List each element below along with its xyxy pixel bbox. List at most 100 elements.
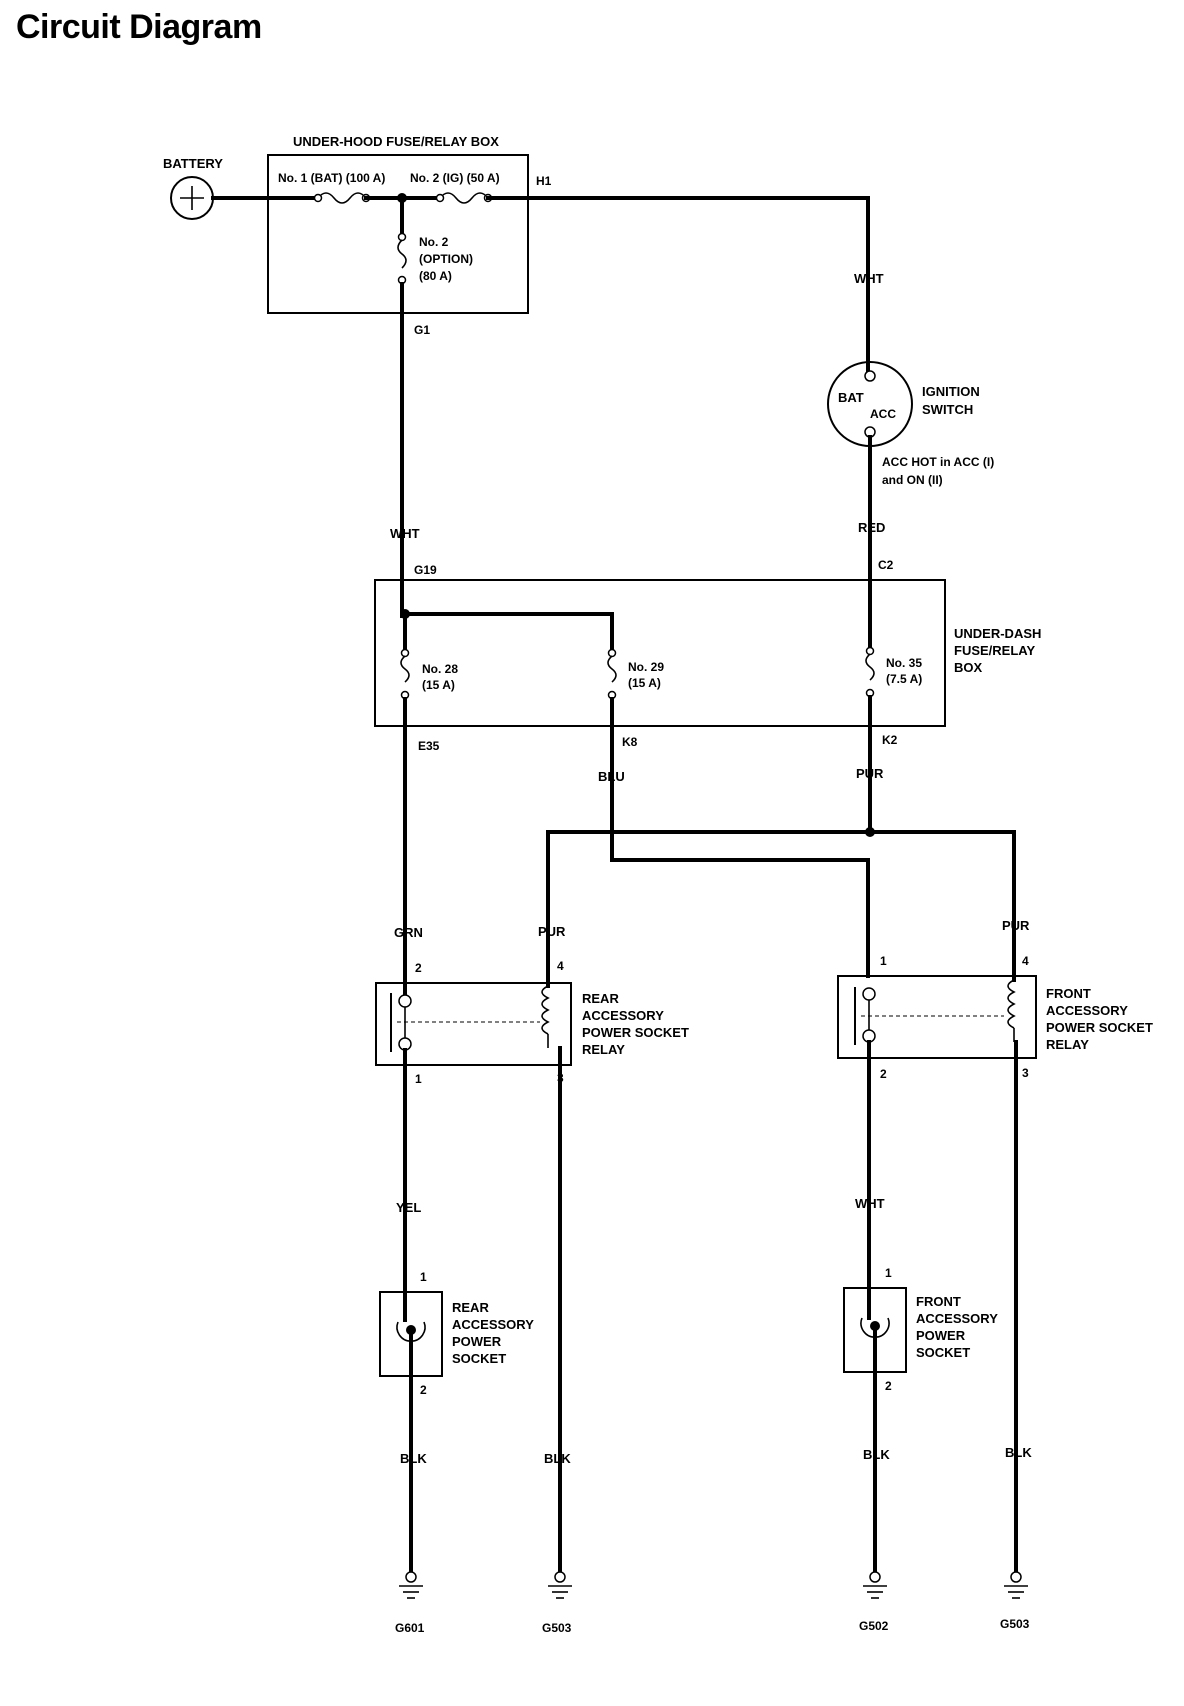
front-socket-label-3: POWER (916, 1328, 966, 1343)
fuse-no2-ig-label: No. 2 (IG) (50 A) (410, 171, 500, 185)
terminal-g1: G1 (414, 323, 430, 337)
ground-g601: G601 (395, 1571, 425, 1635)
wire-label-blk-4: BLK (1005, 1445, 1032, 1460)
fuse35-label-2: (7.5 A) (886, 672, 922, 686)
under-dash-label-1: UNDER-DASH (954, 626, 1041, 641)
ground-label-g503-rear: G503 (542, 1621, 572, 1635)
under-dash-fuse-relay-box: G19 C2 UNDER-DASH FUSE/RELAY BOX No. 28 … (374, 558, 1041, 753)
wire-label-blk-2: BLK (544, 1451, 571, 1466)
wire-label-wht-front: WHT (855, 1196, 885, 1211)
ignition-note-1: ACC HOT in ACC (I) (882, 455, 994, 469)
rear-socket-pin-1: 1 (420, 1270, 427, 1284)
wire-pur-rear (546, 830, 872, 988)
wire-label-blu: BLU (598, 769, 625, 784)
fuse-no2-symbol (439, 192, 489, 204)
fuse29-label-1: No. 29 (628, 660, 664, 674)
rear-relay-label-4: RELAY (582, 1042, 625, 1057)
wire-label-red: RED (858, 520, 885, 535)
fuse29-label-2: (15 A) (628, 676, 661, 690)
ground-g502: G502 (859, 1571, 889, 1633)
terminal-h1: H1 (536, 174, 552, 188)
terminal-c2: C2 (878, 558, 894, 572)
rear-socket-label-3: POWER (452, 1334, 502, 1349)
battery: BATTERY (163, 156, 223, 220)
front-socket-label-1: FRONT (916, 1294, 961, 1309)
rear-socket-pin-2: 2 (420, 1383, 427, 1397)
front-relay-label-1: FRONT (1046, 986, 1091, 1001)
wire-label-grn: GRN (394, 925, 423, 940)
rear-relay-label-1: REAR (582, 991, 619, 1006)
ignition-bat-label: BAT (838, 390, 864, 405)
front-relay-label-3: POWER SOCKET (1046, 1020, 1153, 1035)
rear-relay-pin-4: 4 (557, 959, 564, 973)
wire-blu (610, 697, 870, 978)
terminal-k8: K8 (622, 735, 638, 749)
rear-relay-pin-1: 1 (415, 1072, 422, 1086)
fuse-option-label-2: (OPTION) (419, 252, 473, 266)
front-socket-pin-2: 2 (885, 1379, 892, 1393)
fuse28-label-1: No. 28 (422, 662, 458, 676)
front-relay-pin-3: 3 (1022, 1066, 1029, 1080)
ignition-note-2: and ON (II) (882, 473, 943, 487)
under-hood-fuse-relay-box: UNDER-HOOD FUSE/RELAY BOX No. 1 (BAT) (1… (267, 134, 552, 337)
front-relay-label-4: RELAY (1046, 1037, 1089, 1052)
front-socket-label-4: SOCKET (916, 1345, 970, 1360)
ground-g503-rear: G503 (542, 1571, 572, 1635)
ignition-switch: BAT ACC IGNITION SWITCH ACC HOT in ACC (… (827, 361, 994, 487)
wire-label-wht-top: WHT (854, 271, 884, 286)
rear-socket-label-1: REAR (452, 1300, 489, 1315)
rear-relay-label-3: POWER SOCKET (582, 1025, 689, 1040)
fuse28-symbol (400, 655, 410, 683)
rear-relay-label-2: ACCESSORY (582, 1008, 664, 1023)
fuse-option-label-1: No. 2 (419, 235, 449, 249)
front-socket-label-2: ACCESSORY (916, 1311, 998, 1326)
rear-relay-coil (541, 985, 550, 1035)
fuse35-symbol (865, 653, 875, 681)
wire-pur-front (868, 830, 1016, 982)
ground-label-g601: G601 (395, 1621, 425, 1635)
front-relay-pin-2: 2 (880, 1067, 887, 1081)
battery-label: BATTERY (163, 156, 223, 171)
front-relay-pin-4: 4 (1022, 954, 1029, 968)
front-relay-pin-1: 1 (880, 954, 887, 968)
rear-accessory-relay: REAR ACCESSORY POWER SOCKET RELAY 2 4 1 … (375, 959, 689, 1086)
ignition-label-2: SWITCH (922, 402, 973, 417)
fuse-option-label-3: (80 A) (419, 269, 452, 283)
page-title: Circuit Diagram (16, 8, 262, 46)
ground-g503-front: G503 (1000, 1571, 1030, 1631)
wire-wht-to-ignition (486, 196, 870, 374)
rear-relay-pin-2: 2 (415, 961, 422, 975)
ignition-label-1: IGNITION (922, 384, 980, 399)
fuse28-label-2: (15 A) (422, 678, 455, 692)
fuse-no1-label: No. 1 (BAT) (100 A) (278, 171, 385, 185)
front-relay-coil (1007, 979, 1016, 1029)
rear-socket-label-2: ACCESSORY (452, 1317, 534, 1332)
wire-label-blk-3: BLK (863, 1447, 890, 1462)
under-hood-box-title: UNDER-HOOD FUSE/RELAY BOX (293, 134, 499, 149)
front-relay-label-2: ACCESSORY (1046, 1003, 1128, 1018)
ground-label-g503-front: G503 (1000, 1617, 1030, 1631)
under-dash-label-2: FUSE/RELAY (954, 643, 1035, 658)
wire-label-blk-1: BLK (400, 1451, 427, 1466)
front-accessory-relay: FRONT ACCESSORY POWER SOCKET RELAY 1 4 2… (837, 954, 1153, 1081)
fuse35-label-1: No. 35 (886, 656, 922, 670)
front-socket-pin-1: 1 (885, 1266, 892, 1280)
fuse29-symbol (607, 655, 617, 683)
wire-label-pur-front: PUR (1002, 918, 1030, 933)
rear-socket-label-4: SOCKET (452, 1351, 506, 1366)
rear-accessory-socket: 1 2 REAR ACCESSORY POWER SOCKET (379, 1270, 534, 1397)
under-dash-label-3: BOX (954, 660, 983, 675)
wire-label-pur-main: PUR (856, 766, 884, 781)
wire-label-pur-rear: PUR (538, 924, 566, 939)
wire-label-yel: YEL (396, 1200, 421, 1215)
wire-label-wht-mid: WHT (390, 526, 420, 541)
ground-label-g502: G502 (859, 1619, 889, 1633)
front-accessory-socket: 1 2 FRONT ACCESSORY POWER SOCKET (843, 1266, 998, 1393)
ignition-acc-label: ACC (870, 407, 896, 421)
terminal-k2: K2 (882, 733, 898, 747)
terminal-g19: G19 (414, 563, 437, 577)
fuse-option-symbol (397, 239, 407, 269)
terminal-e35: E35 (418, 739, 440, 753)
fuse-no1-symbol (317, 192, 367, 204)
